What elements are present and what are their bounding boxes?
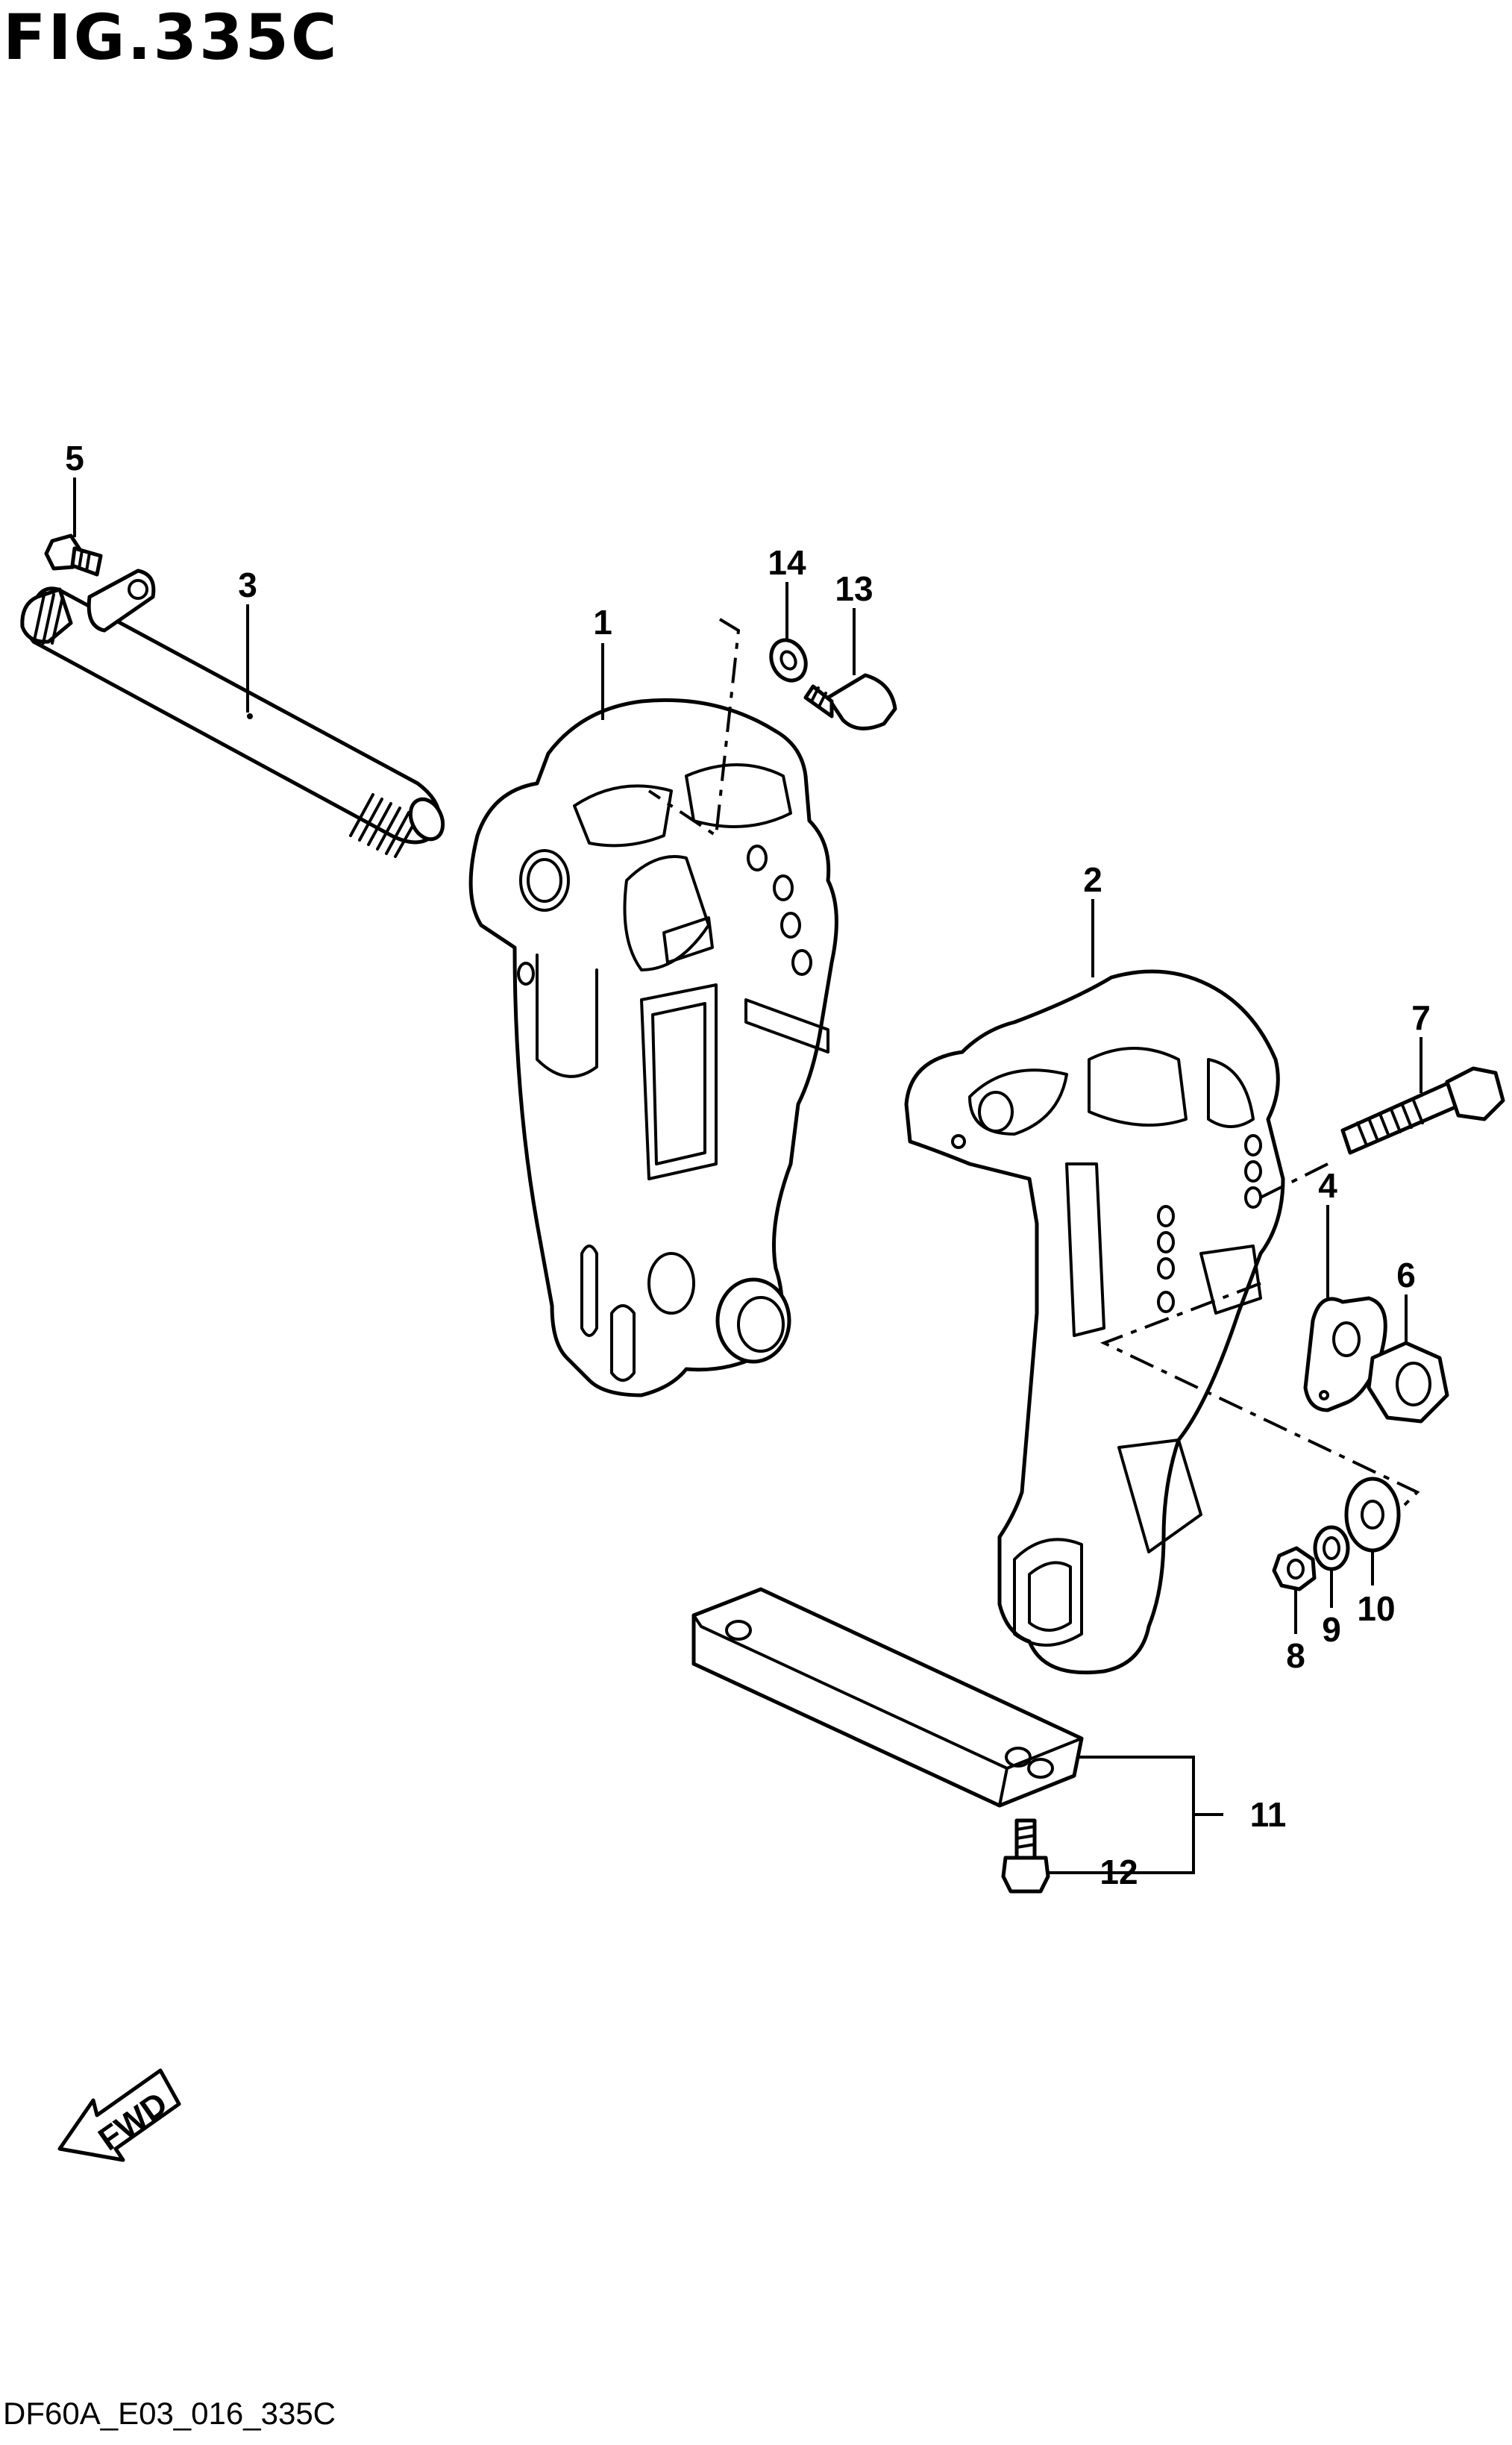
part-10-washer[interactable]	[1344, 1477, 1401, 1553]
callout-13: 13	[835, 569, 873, 608]
fwd-arrow-icon: FWD	[57, 2068, 181, 2162]
part-13-bolt[interactable]	[803, 673, 897, 730]
part-14-washer[interactable]	[765, 634, 812, 686]
figure-title: FIG.335C	[3, 1, 339, 74]
part-1-clamp-bracket[interactable]	[468, 698, 838, 1397]
callout-12: 12	[1100, 1853, 1138, 1891]
callout-10: 10	[1357, 1589, 1395, 1628]
callout-6: 6	[1396, 1256, 1416, 1294]
part-3-tilt-tube[interactable]	[20, 569, 449, 858]
part-11-plate[interactable]	[691, 1587, 1084, 1808]
alignment-line-7	[1100, 1162, 1420, 1509]
callout-9: 9	[1322, 1610, 1341, 1649]
part-7-bolt[interactable]	[1340, 1066, 1505, 1155]
leader-line-11	[1048, 1756, 1223, 1874]
callout-11: 11	[1250, 1795, 1287, 1834]
callout-5: 5	[65, 439, 84, 478]
drawing-code: DF60A_E03_016_335C	[3, 2396, 336, 2431]
callout-14: 14	[768, 543, 806, 582]
part-12-bolt[interactable]	[1001, 1818, 1050, 1894]
callout-1: 1	[593, 603, 612, 642]
leader-lines	[73, 478, 1422, 1874]
part-9-lock-washer[interactable]	[1313, 1525, 1350, 1571]
callout-4: 4	[1318, 1166, 1337, 1205]
part-5-bolt[interactable]	[44, 533, 103, 577]
part-6-nut[interactable]	[1367, 1341, 1449, 1424]
callout-8: 8	[1286, 1636, 1305, 1675]
callout-3: 3	[238, 566, 257, 604]
callout-labels: 5 3 1 14 13 2 7 4 6 8 9 10 11 12	[65, 439, 1431, 1891]
alignment-line-13	[647, 618, 741, 839]
part-2-clamp-bracket[interactable]	[904, 969, 1285, 1675]
callout-2: 2	[1083, 860, 1102, 899]
callout-7: 7	[1411, 998, 1431, 1037]
part-8-nut[interactable]	[1272, 1546, 1317, 1591]
